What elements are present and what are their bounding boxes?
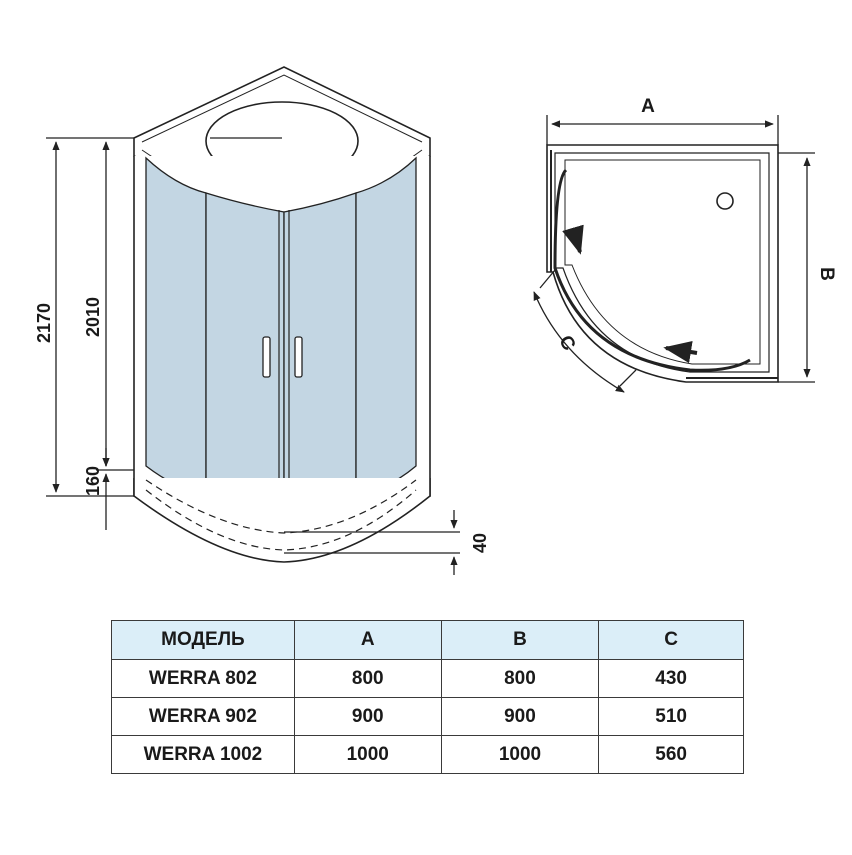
cell-b: 1000: [440, 735, 600, 774]
right-door-handle: [294, 336, 303, 378]
dim-label-b: B: [816, 267, 837, 281]
door-slide-arrow-left-icon: [663, 340, 698, 364]
dim-tray-height: 160: [83, 466, 103, 496]
shower-cabin-diagram: 2170 2010 160 40 A B C: [34, 66, 837, 575]
cell-model: WERRA 802: [111, 659, 295, 698]
cell-a: 1000: [293, 735, 442, 774]
dim-cabin-height: 2010: [83, 297, 103, 337]
top-view: [546, 144, 779, 383]
door-slide-arrow-down-icon: [562, 224, 584, 255]
cell-c: 430: [598, 659, 744, 698]
table-row: WERRA 902 900 900 510: [111, 697, 744, 736]
top-dimensions: [533, 115, 815, 393]
drain-icon: [716, 192, 734, 210]
cell-a: 900: [293, 697, 442, 736]
model-dimensions-table: МОДЕЛЬ A B C WERRA 802 800 800 430 WERRA…: [111, 620, 744, 774]
shower-tray: [133, 478, 431, 563]
glass-panels: [145, 156, 417, 526]
table-row: WERRA 802 800 800 430: [111, 659, 744, 698]
cell-model: WERRA 902: [111, 697, 295, 736]
cell-b: 800: [440, 659, 600, 698]
cell-model: WERRA 1002: [111, 735, 295, 774]
header-c: C: [598, 620, 744, 660]
cell-c: 560: [598, 735, 744, 774]
header-b: B: [440, 620, 600, 660]
tray-outline: [546, 144, 779, 383]
dim-total-height: 2170: [34, 303, 54, 343]
header-a: A: [293, 620, 442, 660]
dim-tray-step: 40: [470, 533, 490, 553]
header-model: МОДЕЛЬ: [111, 620, 295, 660]
cell-c: 510: [598, 697, 744, 736]
left-door-handle: [262, 336, 271, 378]
cell-a: 800: [293, 659, 442, 698]
front-dimensions: [46, 137, 460, 575]
table-row: WERRA 1002 1000 1000 560: [111, 735, 744, 774]
table-header-row: МОДЕЛЬ A B C: [111, 620, 744, 660]
cell-b: 900: [440, 697, 600, 736]
dim-label-a: A: [641, 96, 655, 117]
front-view: [133, 66, 431, 563]
